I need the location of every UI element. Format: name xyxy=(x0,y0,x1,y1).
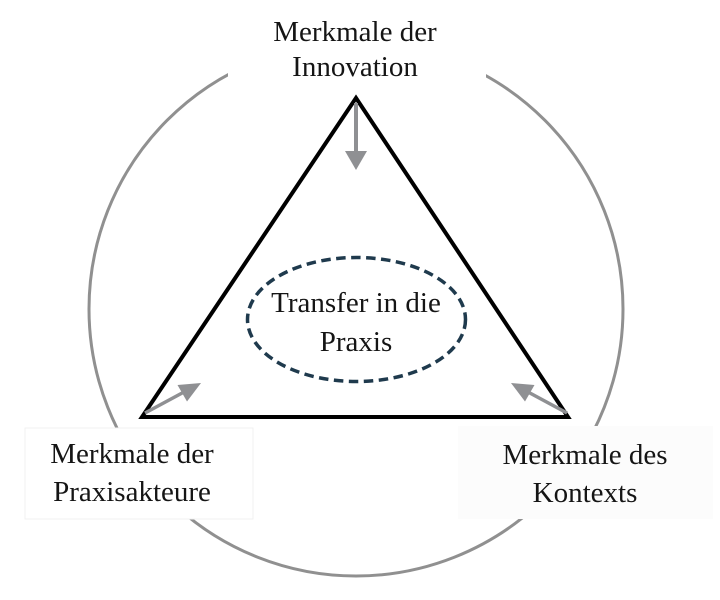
bottom-right-label-box xyxy=(458,426,713,519)
arrow-bottom-left-line xyxy=(144,390,185,415)
label-praxisakteure-line2: Praxisakteure xyxy=(53,476,211,508)
label-kontext-line2: Kontexts xyxy=(533,477,638,509)
triangle xyxy=(138,94,572,419)
ellipse-label-line1: Transfer in die xyxy=(271,287,441,319)
transfer-ellipse xyxy=(245,255,468,384)
label-praxisakteure-line1: Merkmale der xyxy=(50,438,214,470)
arrow-bottom-right-line xyxy=(527,390,568,415)
arrow-bottom-left xyxy=(144,383,201,415)
label-kontext-line1: Merkmale des xyxy=(502,439,667,471)
arrow-bottom-right-head xyxy=(511,383,535,402)
label-innovation-line2: Innovation xyxy=(292,51,418,83)
arrow-top xyxy=(345,103,367,170)
top-label-box xyxy=(228,0,486,90)
ellipse-label-line2: Praxis xyxy=(320,326,393,358)
arrow-top-head xyxy=(345,151,367,170)
arrow-bottom-right xyxy=(511,383,568,415)
bottom-left-label-box xyxy=(24,427,254,520)
arrow-bottom-left-head xyxy=(177,383,201,402)
label-innovation-line1: Merkmale der xyxy=(273,16,437,48)
